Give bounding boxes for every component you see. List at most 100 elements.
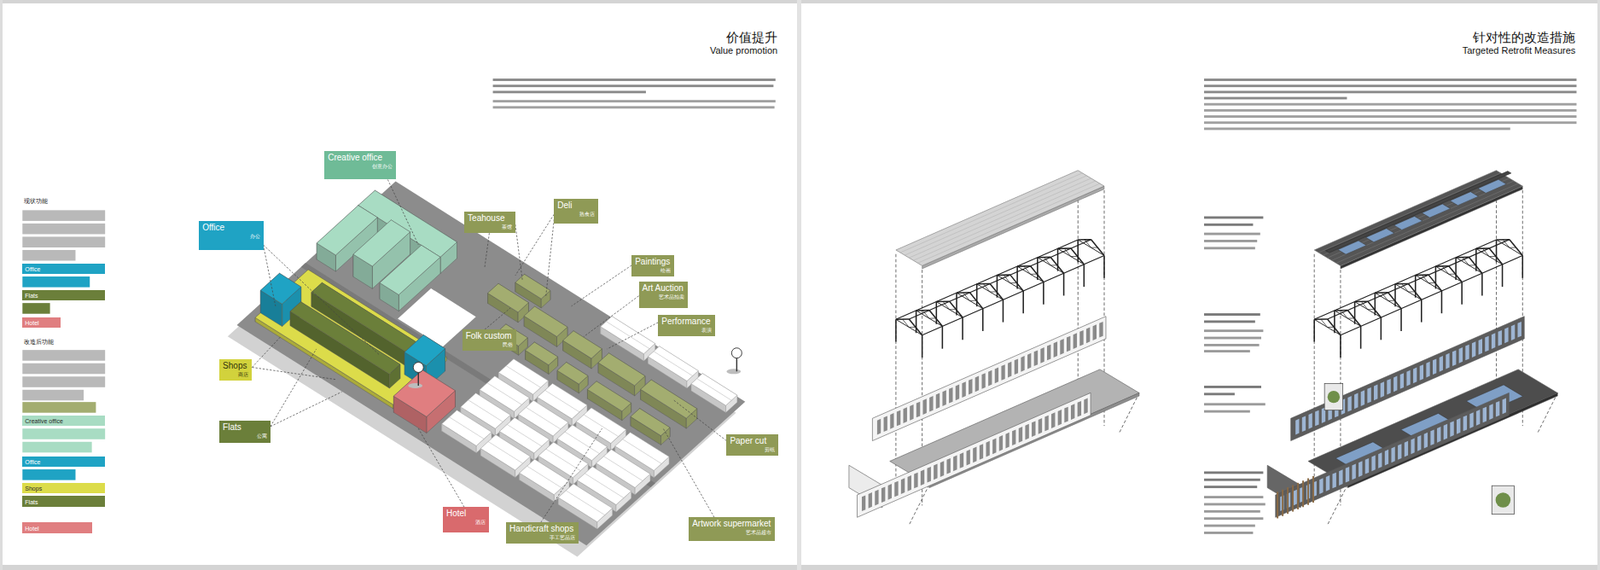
window — [966, 449, 971, 466]
truss-column — [955, 292, 958, 315]
leader-line — [663, 428, 715, 518]
planter-green — [1495, 492, 1512, 508]
window — [1077, 401, 1082, 418]
text-line — [1204, 503, 1266, 507]
slab-edge — [1347, 392, 1558, 488]
truss-rafter — [1091, 239, 1105, 256]
roof-line — [900, 173, 1083, 253]
legend-text: Hotel — [24, 319, 39, 327]
ground — [237, 181, 746, 547]
truss-column — [921, 335, 924, 358]
truss-tie — [1476, 248, 1503, 264]
function-name-cn: 绘画 — [634, 267, 671, 274]
building-roof — [647, 346, 699, 382]
window — [1007, 361, 1012, 379]
window — [1445, 353, 1449, 370]
truss-purlin — [1314, 239, 1496, 320]
window — [981, 372, 985, 390]
leader-line — [541, 428, 603, 523]
truss-column — [915, 310, 918, 333]
function-name: Performance — [661, 316, 711, 327]
window — [1367, 387, 1371, 404]
window — [1404, 441, 1408, 458]
truss-column — [1042, 282, 1045, 305]
roof-ridge — [584, 473, 624, 499]
window — [894, 481, 898, 498]
legend-bar — [22, 349, 105, 361]
roof — [1314, 170, 1523, 267]
truss-purlin — [908, 239, 1091, 320]
function-name-cn: 艺术品超市 — [692, 529, 772, 536]
truss-column — [1522, 255, 1525, 278]
truss-column — [1374, 292, 1377, 315]
roof-ridge — [525, 407, 560, 429]
building-roof — [442, 410, 492, 447]
tower-post — [418, 371, 419, 386]
truss-web — [1388, 300, 1396, 302]
window — [1491, 332, 1496, 350]
window — [1449, 420, 1454, 437]
building-roof — [563, 331, 603, 359]
label-box: Deli熟食店 — [553, 198, 598, 224]
page-title: Value promotion — [709, 45, 778, 57]
page-title: Targeted Retrofit Measures — [1462, 45, 1577, 57]
function-name-cn: 表演 — [661, 326, 711, 334]
window — [1498, 330, 1502, 347]
tower-shadow — [407, 383, 423, 389]
leader-line — [418, 428, 465, 507]
text-line — [493, 78, 776, 82]
truss-column — [1063, 273, 1065, 296]
truss-column — [1339, 335, 1342, 358]
window — [1483, 407, 1487, 424]
window — [1459, 347, 1463, 364]
window — [968, 378, 972, 396]
truss-tie — [956, 292, 984, 309]
window — [1495, 401, 1500, 418]
text-line — [1204, 517, 1263, 520]
window — [920, 469, 925, 486]
window — [1338, 469, 1343, 486]
legend-text: Flats — [24, 291, 38, 300]
window — [1024, 424, 1029, 441]
window — [1400, 372, 1404, 390]
function-name-cn: 艺术品拍卖 — [642, 293, 685, 301]
leader-line — [270, 391, 343, 427]
leader-line — [606, 322, 658, 350]
window — [1373, 384, 1378, 402]
window — [901, 477, 905, 495]
function-name-cn: 商店 — [222, 371, 249, 379]
window — [988, 370, 992, 387]
window — [1465, 344, 1469, 361]
text-line — [1204, 239, 1257, 243]
truss-tie — [1395, 284, 1422, 300]
wall — [856, 392, 1091, 518]
leader-line — [583, 296, 640, 338]
window — [1380, 381, 1385, 398]
timber-screen — [1307, 478, 1310, 506]
function-name-cn: 民俗 — [465, 341, 513, 349]
truss-column — [1435, 266, 1438, 289]
window — [1386, 378, 1391, 396]
truss-web — [949, 308, 957, 310]
window — [1351, 464, 1356, 481]
legend-bar — [22, 209, 105, 222]
window — [1040, 347, 1044, 364]
planter-frame — [1324, 384, 1344, 411]
window — [1406, 370, 1410, 387]
roof-ridge — [653, 351, 693, 377]
text-line — [1204, 337, 1262, 340]
text-line — [1204, 410, 1251, 414]
window — [909, 404, 914, 421]
page-edge — [0, 0, 3, 570]
window — [1064, 407, 1068, 424]
window — [948, 387, 953, 404]
window — [1051, 412, 1055, 429]
window — [1319, 477, 1323, 495]
window — [1005, 432, 1009, 449]
building-roof — [691, 373, 738, 407]
roof — [896, 170, 1105, 267]
text-line — [1204, 97, 1347, 100]
window — [926, 466, 931, 483]
window — [1038, 418, 1042, 435]
label-box: Folk custom民俗 — [462, 329, 517, 351]
